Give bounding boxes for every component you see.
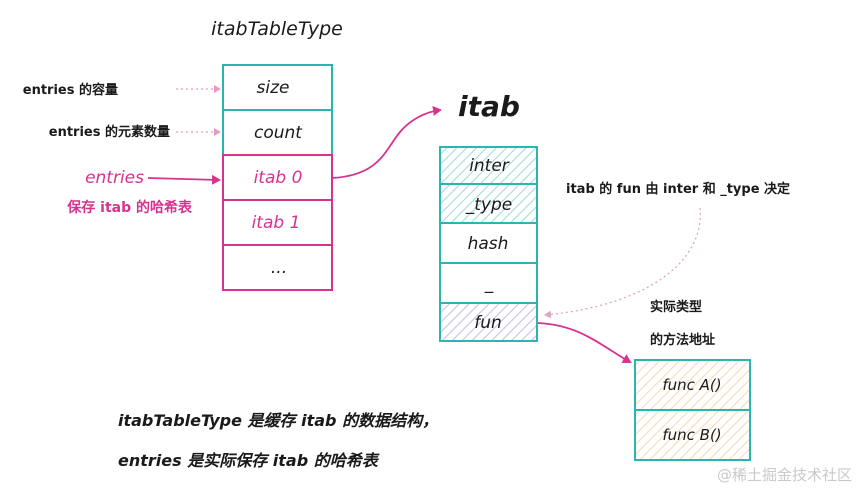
table-title: itabTableType xyxy=(211,18,343,40)
methods-label-line2: 的方法地址 xyxy=(650,332,715,348)
cell-size: size xyxy=(257,78,290,98)
cell-func-a: func A() xyxy=(662,376,721,394)
arrow-fun-to-methods xyxy=(537,322,632,363)
cell-underscore-box xyxy=(439,262,538,304)
annotation-count: entries 的元素数量 xyxy=(49,124,170,140)
methods-label-line1: 实际类型 xyxy=(650,299,702,315)
cell-hash-box xyxy=(439,222,538,264)
annotation-entries-desc: 保存 itab 的哈希表 xyxy=(66,199,193,216)
cell-ellipsis: ... xyxy=(271,258,287,278)
annotation-size: entries 的容量 xyxy=(23,82,118,98)
cell-count-box xyxy=(222,109,333,156)
itab-struct: inter _type hash _ fun xyxy=(439,146,538,342)
cell-fun-box xyxy=(439,302,538,342)
cell-ellipsis-box xyxy=(222,244,333,291)
cell-type: _type xyxy=(465,195,512,215)
caption-line2: entries 是实际保存 itab 的哈希表 xyxy=(118,451,380,470)
method-table: func A() func B() xyxy=(634,359,751,461)
arrow-note-to-fun xyxy=(544,207,701,319)
annotation-entries: entries xyxy=(85,168,144,188)
cell-hash: hash xyxy=(468,234,509,254)
cell-type-box xyxy=(439,183,538,224)
cell-fun: fun xyxy=(474,313,502,333)
cell-size-box xyxy=(222,64,333,111)
itab-table-type: size count itab 0 itab 1 ... xyxy=(222,64,333,291)
caption-line1: itabTableType 是缓存 itab 的数据结构， xyxy=(118,411,438,430)
cell-func-b: func B() xyxy=(662,426,721,444)
cell-func-a-box xyxy=(634,359,751,411)
arrow-entries xyxy=(147,174,221,185)
cell-func-b-box xyxy=(634,409,751,461)
cell-inter-box xyxy=(439,146,538,185)
cell-underscore: _ xyxy=(484,274,494,294)
arrow-itab0-to-itab xyxy=(332,105,442,179)
cell-inter: inter xyxy=(469,156,510,176)
cell-itab0: itab 0 xyxy=(254,168,303,188)
itab-fun-note: itab 的 fun 由 inter 和 _type 决定 xyxy=(566,181,790,197)
cell-itab1: itab 1 xyxy=(252,213,301,233)
itab-title: itab xyxy=(458,90,520,123)
cell-itab1-box xyxy=(222,199,333,246)
watermark: @稀土掘金技术社区 xyxy=(717,466,852,484)
cell-count: count xyxy=(254,123,303,143)
